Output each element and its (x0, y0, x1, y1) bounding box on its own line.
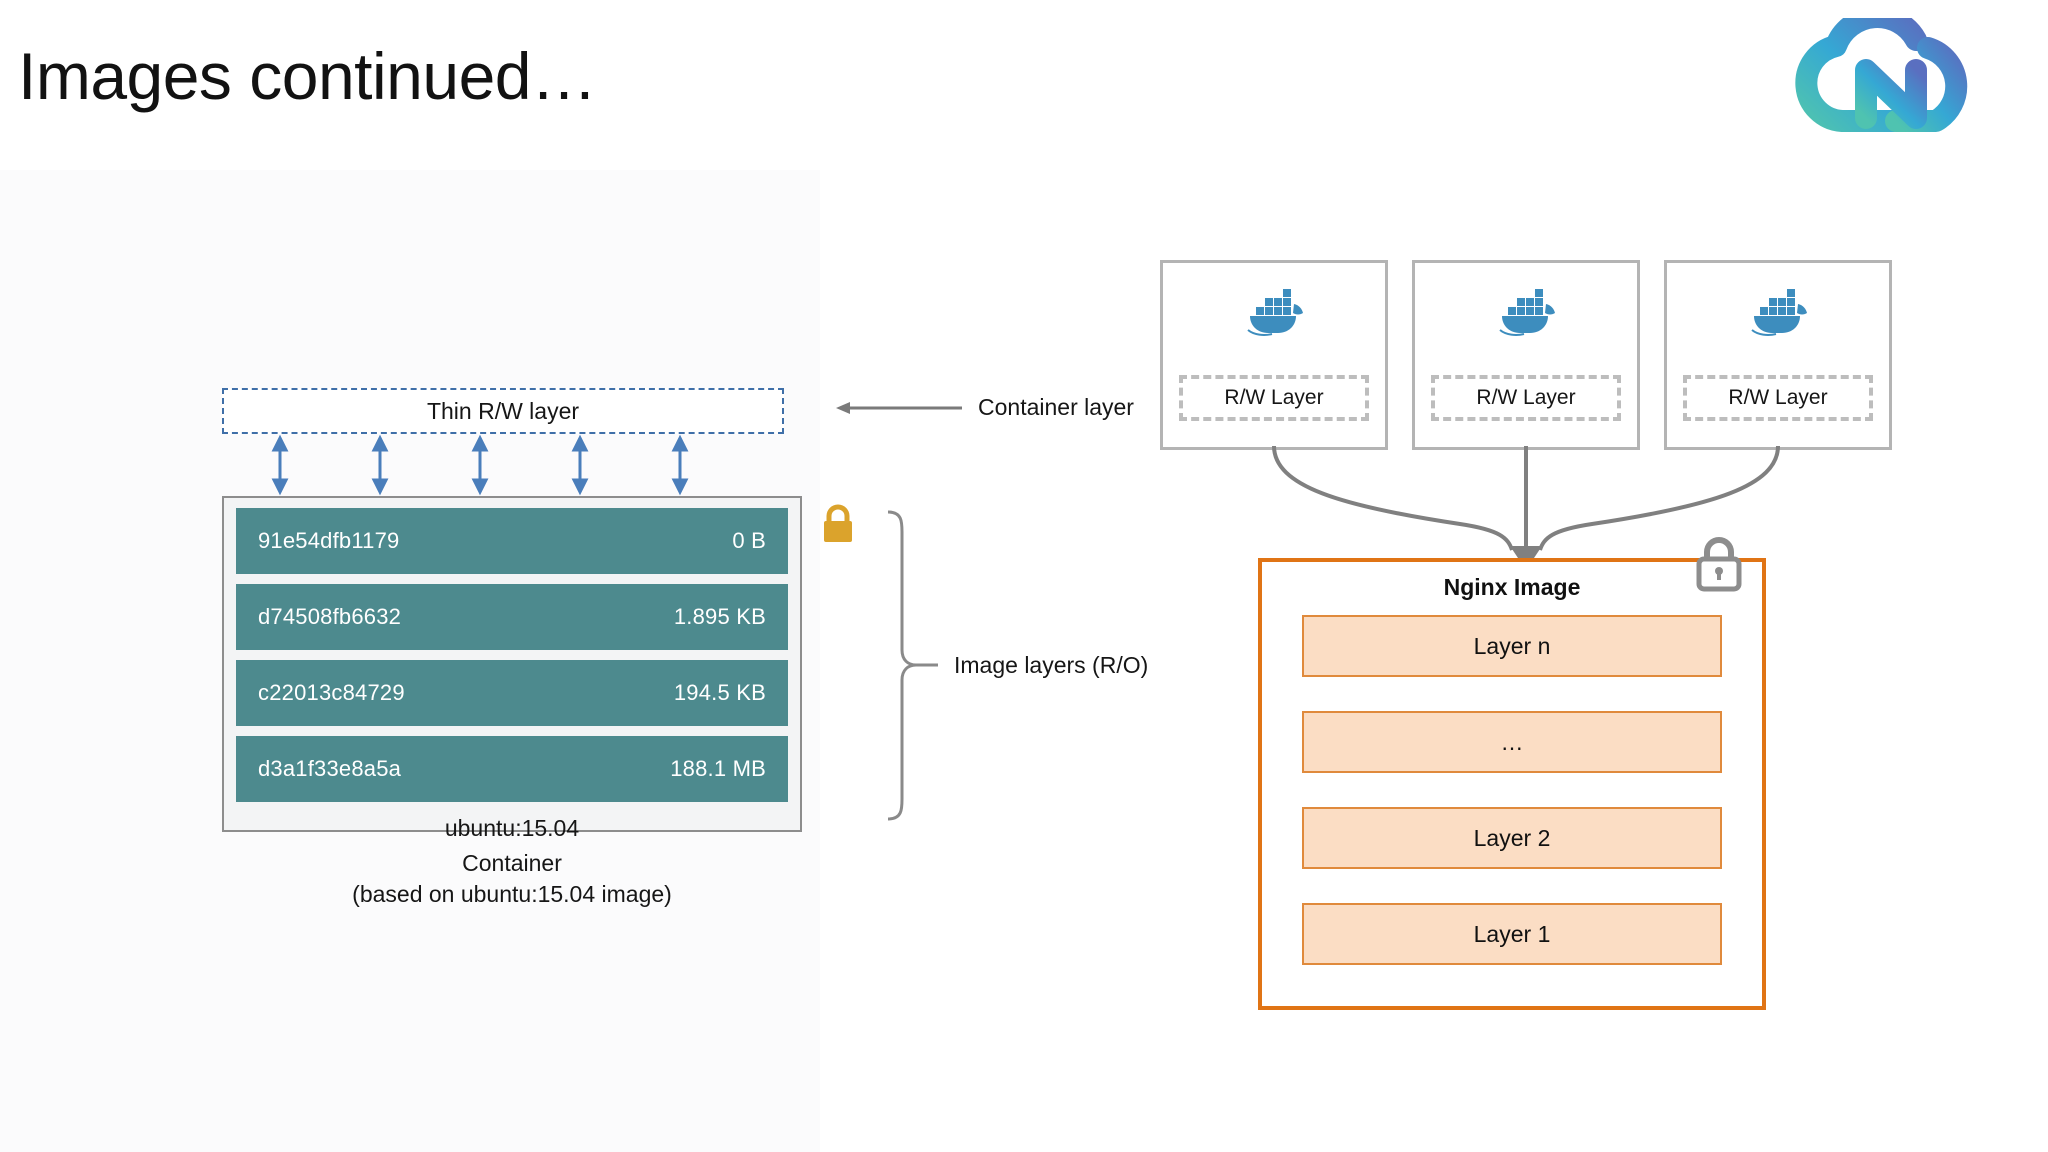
container-layer-label: Container layer (978, 394, 1134, 420)
docker-whale-icon (1746, 285, 1810, 337)
image-layer-row: d74508fb6632 1.895 KB (236, 584, 788, 650)
layer-size: 1.895 KB (673, 604, 766, 629)
rw-layer-box: R/W Layer (1431, 375, 1621, 421)
layer-hash: 91e54dfb1179 (258, 528, 400, 553)
docker-whale-icon (1242, 285, 1306, 337)
layer-size: 194.5 KB (673, 680, 766, 705)
page-title: Images continued… (18, 39, 597, 113)
image-layer-row: 91e54dfb1179 0 B (236, 508, 788, 574)
container-box: 91e54dfb1179 0 B d74508fb6632 1.895 KB c… (222, 496, 802, 841)
lock-icon (817, 502, 859, 546)
image-layer: Layer n (1302, 615, 1722, 677)
rw-layer-box: R/W Layer (1683, 375, 1873, 421)
thin-rw-layer-label: Thin R/W layer (426, 397, 580, 424)
container-card: R/W Layer (1160, 260, 1388, 450)
rw-to-image-arrows (222, 434, 784, 496)
container-to-image-connectors (1160, 445, 1950, 586)
image-layer: Layer 2 (1302, 807, 1722, 869)
rw-layer-label: R/W Layer (1224, 386, 1324, 409)
thin-rw-layer-box: Thin R/W layer (222, 388, 784, 434)
nginx-image-box: Nginx Image Layer n … Layer 2 Layer 1 (1258, 558, 1766, 1010)
layer-size: 188.1 MB (670, 756, 766, 781)
rw-layer-box: R/W Layer (1179, 375, 1369, 421)
container-layers-diagram: Thin R/W layer 91e54dfb1179 0 B d74508fb… (222, 388, 1148, 988)
cn-cloud-logo (1776, 6, 2014, 136)
base-image-tag: ubuntu:15.04 (444, 815, 580, 841)
image-layers-annotation: Image layers (R/O) (882, 508, 1222, 823)
layer-hash: d74508fb6632 (258, 604, 402, 629)
container-layer-annotation: Container layer (834, 394, 1134, 421)
rw-layer-label: R/W Layer (1476, 386, 1576, 409)
image-layer: … (1302, 711, 1722, 773)
image-layer-row: c22013c84729 194.5 KB (236, 660, 788, 726)
image-layer: Layer 1 (1302, 903, 1722, 965)
layer-hash: c22013c84729 (258, 680, 405, 705)
layer-hash: d3a1f33e8a5a (258, 756, 402, 781)
nginx-image-title: Nginx Image (1443, 574, 1581, 600)
container-card: R/W Layer (1412, 260, 1640, 450)
lock-icon (1690, 532, 1748, 594)
nginx-image-sharing-diagram: R/W Layer R/W Layer (1160, 260, 1950, 1020)
image-layers-label: Image layers (R/O) (954, 652, 1149, 678)
container-card: R/W Layer (1664, 260, 1892, 450)
docker-whale-icon (1494, 285, 1558, 337)
annotation-arrow-icon (836, 401, 962, 414)
container-caption-line2: (based on ubuntu:15.04 image) (352, 881, 672, 907)
image-layer-row: d3a1f33e8a5a 188.1 MB (236, 736, 788, 802)
container-caption: Container (based on ubuntu:15.04 image) (222, 848, 802, 910)
curly-brace-icon (887, 510, 938, 821)
rw-layer-label: R/W Layer (1728, 386, 1828, 409)
container-caption-line1: Container (462, 850, 562, 876)
layer-size: 0 B (732, 528, 766, 553)
